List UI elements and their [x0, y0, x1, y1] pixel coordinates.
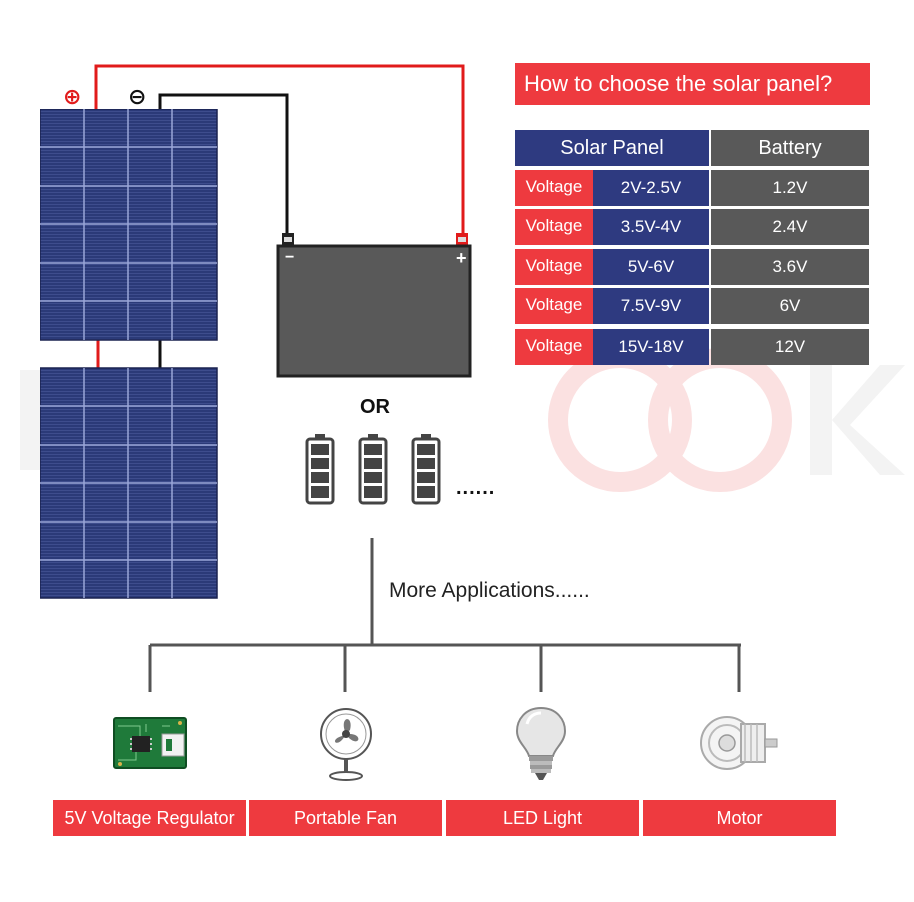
row-label: Voltage — [515, 209, 593, 245]
table-row: Voltage 7.5V-9V 6V — [515, 288, 869, 324]
small-battery-icon — [411, 434, 441, 505]
solar-panel-top — [40, 109, 218, 341]
table-header-solar-panel: Solar Panel — [515, 130, 709, 166]
panel-voltage: 7.5V-9V — [593, 288, 709, 324]
app-label-led-light: LED Light — [446, 800, 639, 836]
negative-terminal-symbol: ⊖ — [128, 84, 147, 109]
or-text: OR — [360, 396, 390, 418]
positive-wire — [94, 64, 465, 240]
svg-text:−: − — [285, 249, 294, 266]
battery-voltage: 12V — [711, 329, 869, 365]
svg-text:+: + — [456, 248, 467, 268]
solar-panels — [40, 109, 218, 599]
row-label: Voltage — [515, 329, 593, 365]
row-label: Voltage — [515, 288, 593, 324]
app-label-voltage-regulator: 5V Voltage Regulator — [53, 800, 246, 836]
small-battery-icon — [305, 434, 335, 505]
battery-voltage: 6V — [711, 288, 869, 324]
panel-voltage: 3.5V-4V — [593, 209, 709, 245]
bulb-icon — [515, 706, 567, 780]
battery-ellipsis: ...... — [456, 477, 496, 499]
more-applications-text: More Applications...... — [389, 579, 590, 602]
small-battery-icon — [358, 434, 388, 505]
table-row: Voltage 2V-2.5V 1.2V — [515, 170, 869, 206]
app-label-motor: Motor — [643, 800, 836, 836]
small-batteries — [305, 434, 441, 505]
table-row: Voltage 3.5V-4V 2.4V — [515, 209, 869, 245]
battery-icon: − + — [276, 233, 472, 378]
app-label-portable-fan: Portable Fan — [249, 800, 442, 836]
panel-voltage: 5V-6V — [593, 249, 709, 285]
table-row: Voltage 5V-6V 3.6V — [515, 249, 869, 285]
table-header-battery: Battery — [711, 130, 869, 166]
fan-icon — [320, 708, 372, 781]
row-label: Voltage — [515, 249, 593, 285]
battery-voltage: 3.6V — [711, 249, 869, 285]
positive-terminal-symbol: ⊕ — [63, 84, 82, 109]
battery-voltage: 1.2V — [711, 170, 869, 206]
solar-panel-bottom — [40, 367, 218, 599]
row-label: Voltage — [515, 170, 593, 206]
circuit-board-icon — [113, 717, 187, 769]
motor-icon — [700, 716, 778, 770]
negative-wire — [158, 93, 289, 240]
table-row: Voltage 15V-18V 12V — [515, 329, 869, 365]
panel-voltage: 15V-18V — [593, 329, 709, 365]
panel-voltage: 2V-2.5V — [593, 170, 709, 206]
page-title: How to choose the solar panel? — [515, 63, 870, 105]
battery-voltage: 2.4V — [711, 209, 869, 245]
